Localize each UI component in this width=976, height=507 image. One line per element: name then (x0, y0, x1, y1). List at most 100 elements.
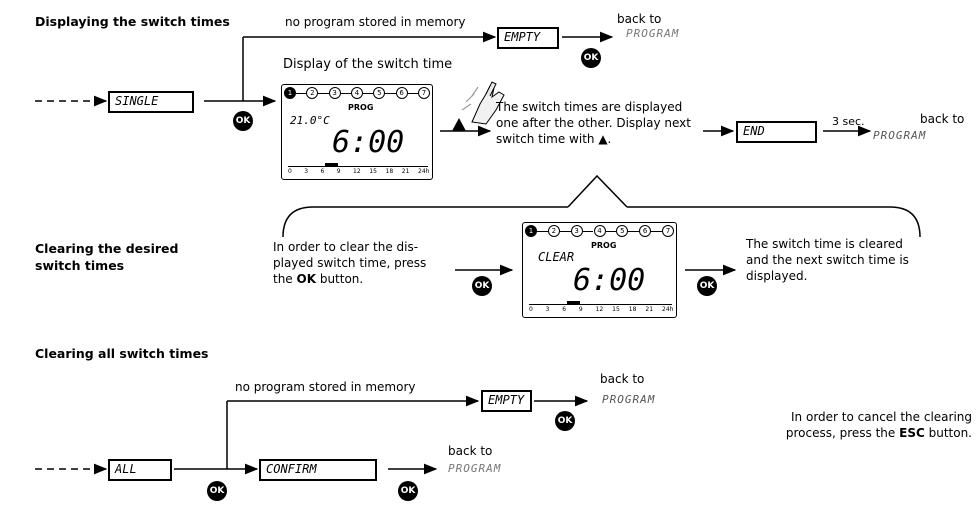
timeline-tick-label: 21 (645, 306, 654, 313)
day-indicator: 5 (616, 225, 629, 237)
back-program-label-4: PROGRAM (448, 462, 502, 475)
back-program-label-2: PROGRAM (873, 129, 927, 142)
timeline-axis (529, 304, 672, 305)
timeline-tick-label: 18 (385, 168, 394, 175)
day-connector (628, 231, 640, 232)
day-indicator: 6 (395, 87, 408, 99)
day-indicator: 7 (418, 87, 430, 99)
day-connector (605, 231, 617, 232)
clear-status: CLEAR (538, 250, 575, 264)
timeline-tick-label: 3 (545, 306, 550, 313)
ok-button-icon[interactable]: OK (398, 481, 418, 501)
back-to-label-3: back to (600, 372, 645, 386)
back-to-label-2: back to (920, 112, 965, 126)
callout-left (282, 206, 568, 238)
cancel-note: In order to cancel the clearing process,… (772, 409, 972, 441)
heading-clearing-desired: Clearing the desired switch times (35, 241, 179, 273)
timeline-tick-label: 21 (401, 168, 410, 175)
empty-display-3: EMPTY (481, 390, 532, 412)
back-to-label-4: back to (448, 444, 493, 458)
day-connector (582, 231, 594, 232)
empty-display-1: EMPTY (497, 27, 559, 49)
cancel-note-pre: In order to cancel the clearing process,… (785, 410, 972, 440)
description-text: The switch times are displayed one after… (496, 100, 691, 146)
day-indicator: 7 (662, 225, 674, 237)
time-readout: 6:00 (332, 125, 405, 160)
ok-button-icon[interactable]: OK (581, 48, 601, 68)
day-indicator: 5 (373, 87, 386, 99)
single-display: SINGLE (108, 91, 194, 113)
day-connector (651, 231, 662, 232)
ok-button-icon[interactable]: OK (233, 111, 253, 131)
switch-time-marker (566, 301, 580, 304)
all-display: ALL (108, 459, 172, 481)
ok-button-icon[interactable]: OK (697, 276, 717, 296)
timeline-tick-label: 24h (418, 168, 430, 175)
timeline-tick-label: 3 (304, 168, 309, 175)
day-connector (318, 93, 329, 94)
confirm-display: CONFIRM (259, 459, 377, 481)
day-connector (559, 231, 571, 232)
display-caption: Display of the switch time (283, 57, 453, 72)
end-display: END (736, 121, 817, 143)
prog-label: PROG (348, 103, 374, 112)
day-indicator: 2 (547, 225, 560, 237)
timeline-tick-label: 6 (562, 306, 567, 313)
timeline-tick-label: 12 (353, 168, 361, 175)
ok-button-icon[interactable]: OK (555, 411, 575, 431)
day-connector (407, 93, 418, 94)
callout-pointer (567, 174, 628, 208)
day-indicator: 6 (639, 225, 652, 237)
day-connector (340, 93, 351, 94)
heading-displaying: Displaying the switch times (35, 14, 230, 29)
three-sec-label: 3 sec. (832, 115, 865, 128)
day-connector (296, 93, 307, 94)
cancel-note-post: button. (924, 426, 972, 440)
timeline-tick-label: 9 (578, 306, 583, 313)
ok-button-icon[interactable]: OK (207, 481, 227, 501)
time-readout: 6:00 (573, 263, 646, 298)
back-program-label-3: PROGRAM (602, 393, 656, 406)
timeline-tick-label: 24h (662, 306, 674, 313)
switch-time-marker (324, 163, 338, 166)
prog-label: PROG (591, 241, 617, 250)
timeline-tick-label: 15 (369, 168, 377, 175)
day-indicator: 1 (525, 225, 537, 237)
day-indicator: 4 (351, 87, 363, 99)
clear-instruction: In order to clear the dis-played switch … (273, 239, 448, 287)
timeline-tick-label: 12 (595, 306, 604, 313)
day-indicator: 3 (328, 87, 341, 99)
timeline-tick-label: 6 (320, 168, 325, 175)
cleared-result-text: The switch time is cleared and the next … (746, 237, 909, 283)
timeline-tick-label: 9 (336, 168, 341, 175)
clear-instruction-pre: In order to clear the dis-played switch … (273, 240, 427, 286)
timeline-tick-label: 0 (288, 168, 292, 175)
clear-instruction-ok: OK (296, 272, 317, 286)
timeline-tick-label: 18 (628, 306, 637, 313)
day-indicator: 3 (570, 225, 583, 237)
clear-instruction-post: button. (316, 272, 364, 286)
no-program-label-3: no program stored in memory (235, 380, 416, 394)
day-indicator: 4 (593, 225, 606, 237)
no-program-label-1: no program stored in memory (285, 15, 466, 29)
cancel-note-esc: ESC (899, 426, 925, 440)
timeline-tick-label: 15 (612, 306, 620, 313)
callout-right (627, 206, 921, 238)
timeline-axis (288, 166, 428, 167)
heading-clearing-all: Clearing all switch times (35, 346, 209, 361)
ok-button-icon[interactable]: OK (472, 276, 492, 296)
day-connector (537, 231, 548, 232)
up-arrow-icon (452, 118, 466, 131)
day-connector (385, 93, 396, 94)
day-indicator: 1 (284, 87, 296, 99)
back-program-label-1: PROGRAM (626, 27, 680, 40)
day-connector (363, 93, 374, 94)
back-to-label-1: back to (617, 12, 662, 26)
